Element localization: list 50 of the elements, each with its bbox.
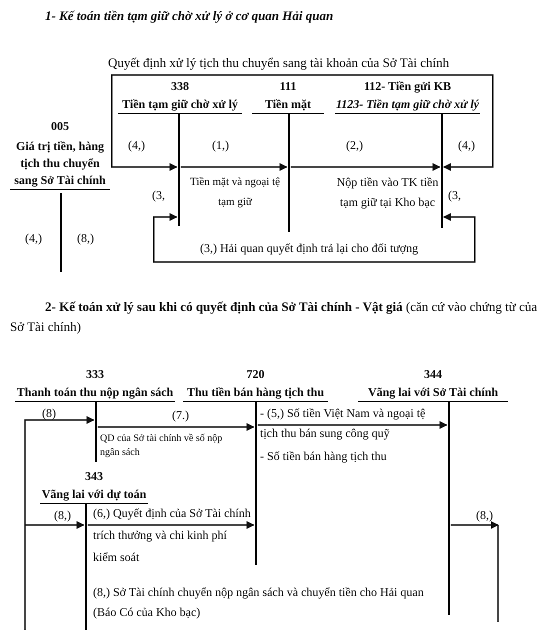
edge-label: (1,) (212, 137, 229, 154)
arrow (25, 521, 85, 529)
note-text: (8,) Sở Tài chính chuyển nộp ngân sách và chuyển tiền cho Hải quan (Báo Có của Kho bạc) (93, 584, 425, 621)
account-number: 111 (278, 78, 298, 94)
arrow (88, 521, 255, 529)
account-number: 338 (170, 78, 190, 94)
t-account (335, 78, 480, 228)
edge-label: (8,) (54, 507, 71, 524)
account-name: 1123- Tiền tạm giữ chờ xử lý (335, 96, 480, 114)
note-text: (3, (152, 187, 165, 204)
account-number: 343 (84, 468, 104, 484)
note-text: Tiền mặt và ngoại tệ tạm giữ (188, 175, 282, 210)
account-number: 344 (423, 366, 443, 382)
edge-label: (8,) (476, 507, 493, 524)
account-name: Vãng lai với dự toán (40, 486, 148, 504)
account-name: Tiền mặt (252, 96, 324, 114)
arrow (153, 213, 476, 263)
account-name: Giá trị tiền, hàng tịch thu chuyển sang Sở Tài chính (10, 138, 110, 190)
arrow (98, 423, 255, 431)
edge-label: (7.) (172, 407, 189, 424)
edge-label: (3,) Hải quan quyết định trả lại cho đối tượng (200, 240, 420, 257)
edge-label: (6,) Quyết định của Sở Tài chính trích thưởng và chi kinh phí kiểm soát (93, 505, 252, 566)
note-text: QD của Sở tài chính về số nộp ngân sách (100, 432, 224, 460)
account-name: Tiền tạm giữ chờ xử lý (118, 96, 242, 114)
account-number: 005 (50, 118, 70, 134)
note-text: (4,) (458, 137, 475, 154)
account-name: Thanh toán thu nộp ngân sách (15, 384, 175, 402)
account-name: Vãng lai với Sở Tài chính (358, 384, 508, 402)
account-number: 112- Tiền gửi KB (362, 78, 452, 94)
arrow (290, 163, 441, 171)
arrow (258, 421, 448, 429)
section-heading: 2- Kế toán xử lý sau khi có quyết định của Sở Tài chính - Vật giá (căn cứ vào chứng từ của Sở Tài chính) (10, 298, 538, 336)
note-text: (3, (448, 187, 461, 204)
note-text: Nộp tiền vào TK tiền tạm giữ tại Kho bạc (336, 174, 439, 211)
arrow (24, 416, 95, 630)
edge-label: (2,) (346, 137, 363, 154)
account-number: 720 (246, 366, 266, 382)
note-text: (4,) (25, 230, 42, 247)
note-text: (8,) (77, 230, 94, 247)
account-number: 333 (85, 366, 105, 382)
edge-label: Quyết định xử lý tịch thu chuyển sang tài khoản của Sở Tài chính (108, 54, 450, 72)
arrow (111, 74, 494, 171)
note-text: - Số tiền bán hàng tịch thu (260, 448, 388, 465)
note-text: (4,) (128, 137, 145, 154)
arrow (180, 163, 288, 171)
edge-label: (8) (42, 405, 56, 422)
section-heading: 1- Kế toán tiền tạm giữ chờ xử lý ở cơ quan Hải quan (45, 7, 334, 25)
arrow (450, 521, 499, 529)
note-text: - (5,) Số tiền Việt Nam và ngoại tệ tịch thu bán sung công quỹ (260, 405, 426, 442)
account-name: Thu tiền bán hàng tịch thu (183, 384, 328, 402)
